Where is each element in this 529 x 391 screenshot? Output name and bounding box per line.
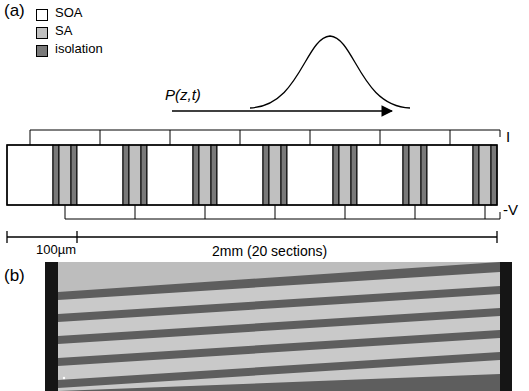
scale-bar [7,231,497,243]
micrograph [45,262,512,391]
legend-text: isolation [55,42,103,57]
device-section [287,145,333,205]
device-section [339,145,351,205]
legend-swatch [36,45,48,57]
device-section [333,145,339,205]
device-section [59,145,71,205]
bias-name: I [506,128,510,145]
device-section [71,145,77,205]
device-section [351,145,357,205]
device-section [7,145,53,205]
legend-text: SA [55,24,72,39]
device-section [77,145,123,205]
device-section [53,145,59,205]
device-section [211,145,217,205]
device-section [479,145,491,205]
device-section [263,145,269,205]
device-section [421,145,427,205]
pulse-curve [250,36,410,108]
device-section [491,145,497,205]
bias-name: -V [503,201,518,218]
bias-bus [30,130,500,219]
panel-label: (b) [4,266,25,286]
device-section [269,145,281,205]
legend-text: SOA [55,6,82,21]
propagation-arrow [172,110,392,111]
dimension: 2mm (20 sections) [212,243,327,259]
device-section [141,145,147,205]
segmented-device [7,145,497,205]
device-section [217,145,263,205]
device-section [147,145,193,205]
device-section [193,145,199,205]
device-section [123,145,129,205]
device-section [403,145,409,205]
device-section [409,145,421,205]
dimension: 100µm [36,243,76,258]
device-section [281,145,287,205]
device-section [357,145,403,205]
legend-swatch [36,9,48,21]
signal-name: P(z,t) [165,86,201,103]
device-section [427,145,473,205]
device-section [199,145,211,205]
panel-label: (a) [4,1,25,21]
device-section [473,145,479,205]
legend-swatch [36,27,48,39]
device-section [129,145,141,205]
device-outline [7,145,497,205]
